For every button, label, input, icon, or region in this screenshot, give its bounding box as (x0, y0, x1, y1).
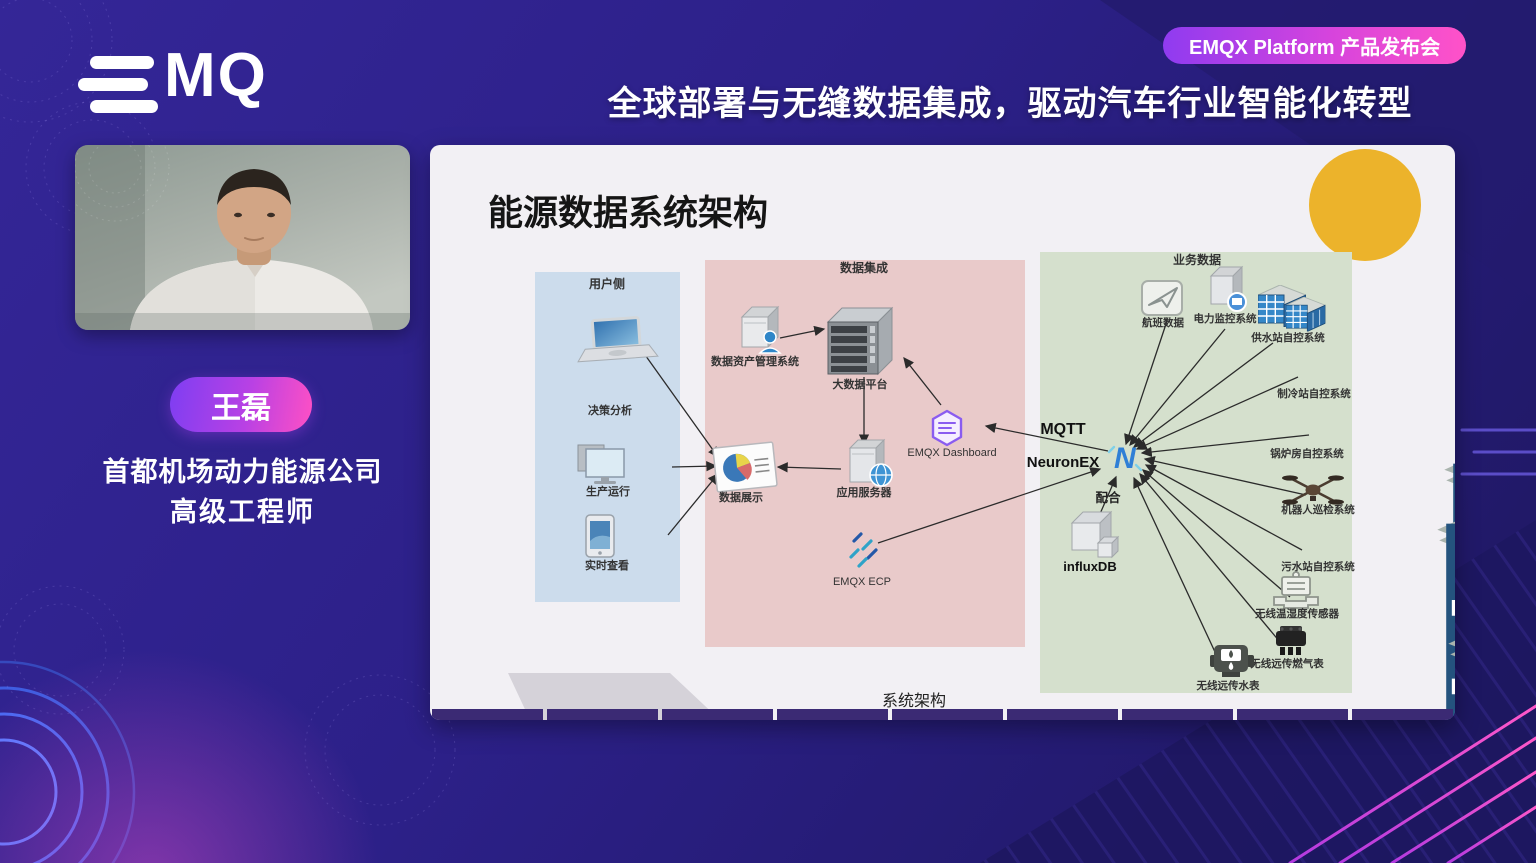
speaker-company: 首都机场动力能源公司 (102, 457, 383, 487)
architecture-diagram: 能源数据系统架构 用户侧 数据集成 业务数据 (432, 149, 1455, 720)
data-display-icon (712, 441, 778, 493)
user-item-label: 决策分析 (588, 403, 632, 417)
bottom-strip (432, 709, 1453, 720)
user-column-header: 用户侧 (588, 276, 625, 291)
big-data-platform-icon (826, 306, 894, 376)
speaker-name: 王磊 (211, 391, 271, 425)
business-item-label: 机器人巡检系统 (1281, 503, 1355, 516)
gray-shape-decoration (508, 673, 720, 720)
integration-item-label: 数据资产管理系统 (711, 354, 799, 368)
slide-title: 能源数据系统架构 (488, 194, 768, 233)
data-asset-server-icon (740, 305, 782, 354)
business-item-label: 电力监控系统 (1194, 312, 1257, 325)
integration-item-label: EMQX ECP (833, 576, 891, 588)
influxdb-icon (1070, 510, 1120, 559)
business-item-label: 锅炉房自控系统 (1270, 447, 1344, 460)
emq-logo-bar (90, 56, 154, 69)
integration-column-header: 数据集成 (840, 260, 888, 275)
speaker-title: 高级工程师 (170, 497, 315, 527)
cooperate-label: 配合 (1095, 490, 1121, 505)
flight-data-icon (1141, 280, 1183, 316)
monitor-icon (577, 444, 625, 484)
emqx-ecp-icon (849, 532, 878, 568)
emq-logo-bar (78, 78, 148, 91)
business-column-header: 业务数据 (1173, 252, 1221, 267)
presentation-title: 全球部署与无缝数据集成，驱动汽车行业智能化转型 (607, 85, 1413, 123)
speaker-name-badge: 王磊 (170, 377, 312, 432)
svg-text:N: N (1114, 442, 1137, 475)
emq-logo: MQ (76, 41, 336, 126)
power-monitor-icon (1209, 265, 1247, 312)
business-item-label: 航班数据 (1142, 316, 1184, 329)
neuronex-label: NeuronEX (1027, 454, 1100, 471)
app-server-icon (848, 438, 893, 487)
gas-meter-icon (1276, 626, 1306, 655)
water-meter-icon (1210, 645, 1254, 677)
business-item-label: 无线温湿度传感器 (1254, 607, 1339, 620)
yellow-circle-decoration (1309, 149, 1421, 261)
integration-item-label: 大数据平台 (833, 377, 888, 391)
business-item-label: 供水站自控系统 (1250, 331, 1325, 344)
phone-icon (585, 514, 615, 558)
business-item-label: 污水站自控系统 (1281, 560, 1355, 573)
user-item-label: 实时查看 (585, 558, 629, 572)
slide-caption: 系统架构 (882, 692, 946, 710)
emq-logo-bar (90, 100, 158, 113)
integration-item-label: 应用服务器 (837, 485, 893, 499)
temp-humidity-sensor-icon (1273, 571, 1319, 609)
neuronex-logo: N (1107, 442, 1143, 475)
influxdb-label: influxDB (1063, 559, 1116, 574)
speaker-video (75, 145, 410, 330)
business-item-label: 无线远传燃气表 (1249, 657, 1324, 670)
user-item-label: 生产运行 (586, 484, 630, 498)
boiler-room-icon (1452, 403, 1455, 720)
emqx-dashboard-icon (931, 409, 963, 447)
mqtt-label: MQTT (1040, 421, 1086, 438)
integration-item-label: EMQX Dashboard (907, 447, 996, 459)
business-item-label: 无线远传水表 (1196, 679, 1260, 692)
business-item-label: 制冷站自控系统 (1277, 387, 1351, 400)
slide-panel: 能源数据系统架构 用户侧 数据集成 业务数据 (430, 145, 1455, 720)
emq-logo-text: MQ (164, 41, 268, 110)
diagram-arrows (642, 320, 1310, 668)
laptop-icon (577, 316, 659, 363)
drone-icon (1282, 475, 1344, 505)
integration-item-label: 数据展示 (719, 490, 763, 504)
speaker-illustration (75, 145, 410, 330)
event-badge: EMQX Platform 产品发布会 (1163, 27, 1467, 64)
